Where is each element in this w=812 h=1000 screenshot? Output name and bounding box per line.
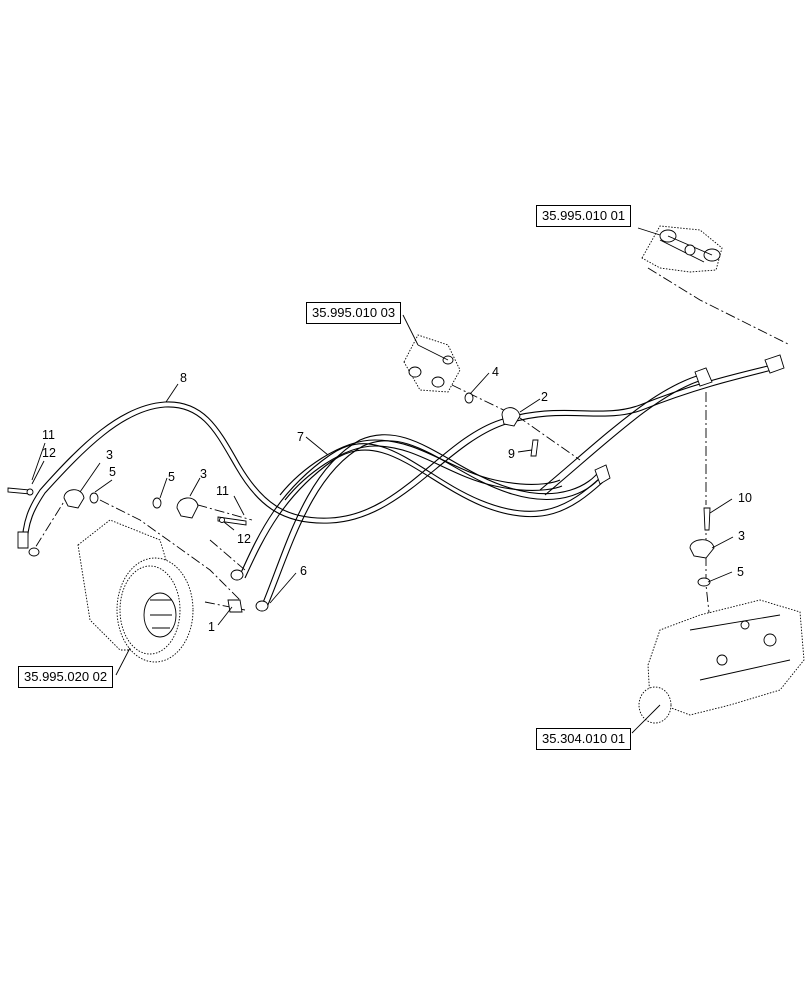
ref-box-35-995-020-02[interactable]: 35.995.020 02 (18, 666, 114, 688)
callout-12-left: 12 (42, 446, 56, 460)
callout-5-mid: 5 (168, 470, 175, 484)
callout-7: 7 (297, 430, 304, 444)
callout-12-mid: 12 (237, 532, 251, 546)
callout-3-mid: 3 (200, 467, 207, 481)
valve-block-middle (403, 334, 461, 393)
small-parts (7, 392, 715, 613)
drive-motor (77, 519, 194, 663)
callout-5-left: 5 (109, 465, 116, 479)
ref-box-35-995-010-03[interactable]: 35.995.010 03 (306, 302, 402, 324)
hydraulic-pump (638, 599, 805, 724)
callout-1: 1 (208, 620, 215, 634)
callout-11-left: 11 (42, 428, 55, 442)
callout-10: 10 (738, 491, 752, 505)
callout-3-left: 3 (106, 448, 113, 462)
callout-5-right: 5 (737, 565, 744, 579)
callout-11-mid: 11 (216, 484, 229, 498)
callout-2: 2 (541, 390, 548, 404)
hose-7 (230, 367, 713, 612)
callout-4: 4 (492, 365, 499, 379)
ref-box-35-995-010-01[interactable]: 35.995.010 01 (536, 205, 632, 227)
callout-6: 6 (300, 564, 307, 578)
callout-9: 9 (508, 447, 515, 461)
callout-3-right: 3 (738, 529, 745, 543)
callout-8: 8 (180, 371, 187, 385)
leader-lines (31, 227, 734, 734)
ref-box-35-304-010-01[interactable]: 35.304.010 01 (536, 728, 632, 750)
valve-block-top-right (641, 225, 723, 273)
hose-8 (17, 354, 785, 557)
